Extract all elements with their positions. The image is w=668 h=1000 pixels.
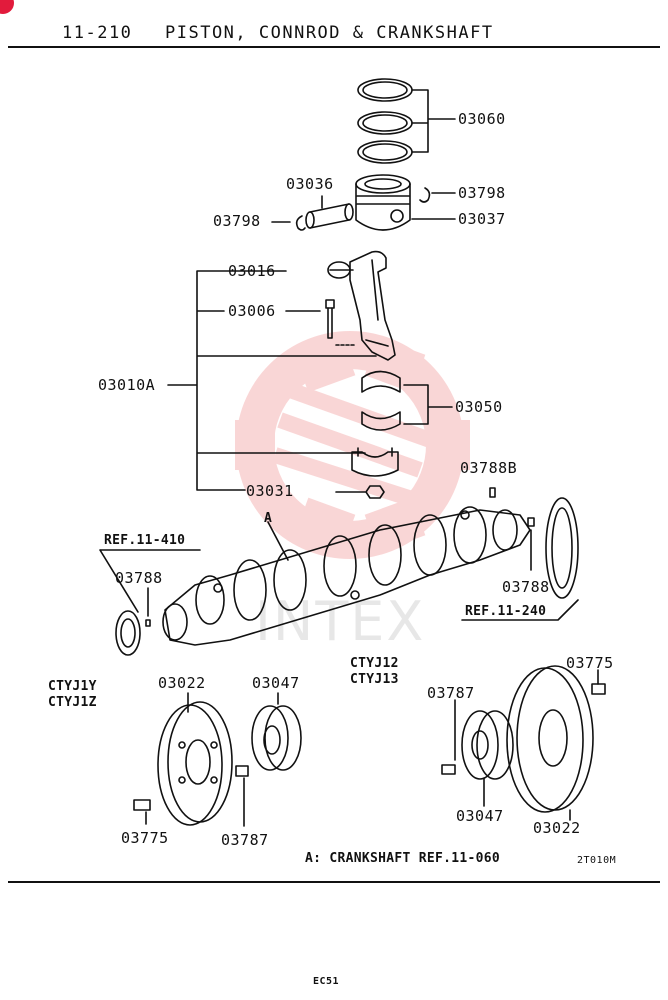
model-label-left-2: CTYJ1Z	[48, 695, 97, 710]
damper-right	[461, 710, 514, 780]
connrod-nut	[365, 485, 385, 499]
piston-pin	[305, 203, 354, 229]
corner-badge-icon	[0, 0, 14, 14]
page-id: EC51	[313, 976, 340, 987]
snap-ring-left	[295, 215, 306, 231]
piston-rings	[357, 78, 413, 164]
leader-ref-11-240	[461, 529, 579, 621]
part-label-03787-left[interactable]: 03787	[221, 831, 269, 849]
snap-ring-right	[419, 187, 431, 203]
crank-pulley-left	[157, 701, 233, 826]
bolt-03775-right	[591, 683, 606, 695]
leader-ref-11-410	[99, 549, 201, 617]
leader-03060	[411, 89, 456, 153]
part-label-03047-right[interactable]: 03047	[456, 807, 504, 825]
crankshaft	[162, 506, 531, 646]
damper-left	[251, 705, 302, 771]
part-label-03047-left[interactable]: 03047	[252, 674, 300, 692]
part-label-03016[interactable]: 03016	[228, 262, 276, 280]
bolt-03775-left	[133, 799, 151, 811]
part-label-03031[interactable]: 03031	[246, 482, 294, 500]
connrod-cap	[351, 447, 399, 477]
part-label-03787-right[interactable]: 03787	[427, 684, 475, 702]
bolt-03787-right	[441, 764, 456, 775]
part-label-03022-right[interactable]: 03022	[533, 819, 581, 837]
timing-gear	[545, 497, 579, 599]
part-label-03788-left[interactable]: 03788	[115, 569, 163, 587]
part-label-03775-right[interactable]: 03775	[566, 654, 614, 672]
part-label-03775-left[interactable]: 03775	[121, 829, 169, 847]
piston	[355, 174, 411, 231]
model-label-right-2: CTYJ13	[350, 672, 399, 687]
part-label-03010A[interactable]: 03010A	[98, 376, 156, 394]
model-label-right-1: CTYJ12	[350, 656, 399, 671]
ref-11-240-label[interactable]: REF.11-240	[465, 604, 547, 619]
part-label-03060[interactable]: 03060	[458, 110, 506, 128]
crankshaft-reference-note: A: CRANKSHAFT REF.11-060	[305, 851, 501, 866]
watermark-logo	[235, 331, 470, 559]
watermark-text: INTEX	[255, 590, 425, 653]
leader-callout-a	[267, 521, 289, 561]
crank-pulley-right	[506, 665, 594, 813]
part-label-03006[interactable]: 03006	[228, 302, 276, 320]
part-label-03798-right[interactable]: 03798	[458, 184, 506, 202]
leader-03050	[403, 384, 453, 425]
bolt-03787-left	[235, 765, 249, 777]
callout-a-label: A	[264, 511, 273, 526]
part-label-03022-left[interactable]: 03022	[158, 674, 206, 692]
part-label-03036[interactable]: 03036	[286, 175, 334, 193]
part-label-03788-right[interactable]: 03788	[502, 578, 550, 596]
section-number: 11-210	[62, 23, 133, 43]
ref-11-410-label[interactable]: REF.11-410	[104, 533, 186, 548]
part-label-03798-left[interactable]: 03798	[213, 212, 261, 230]
model-label-left-1: CTYJ1Y	[48, 679, 97, 694]
drawing-code: 2T010M	[577, 855, 617, 866]
page-title: PISTON, CONNROD & CRANKSHAFT	[165, 23, 494, 43]
leader-group-03010A	[167, 270, 377, 491]
oil-seal-left	[115, 610, 141, 656]
part-label-03788B[interactable]: 03788B	[460, 459, 518, 477]
connrod-bolt	[325, 299, 335, 339]
part-label-03050[interactable]: 03050	[455, 398, 503, 416]
bearing-shells	[361, 370, 401, 431]
part-label-03037[interactable]: 03037	[458, 210, 506, 228]
